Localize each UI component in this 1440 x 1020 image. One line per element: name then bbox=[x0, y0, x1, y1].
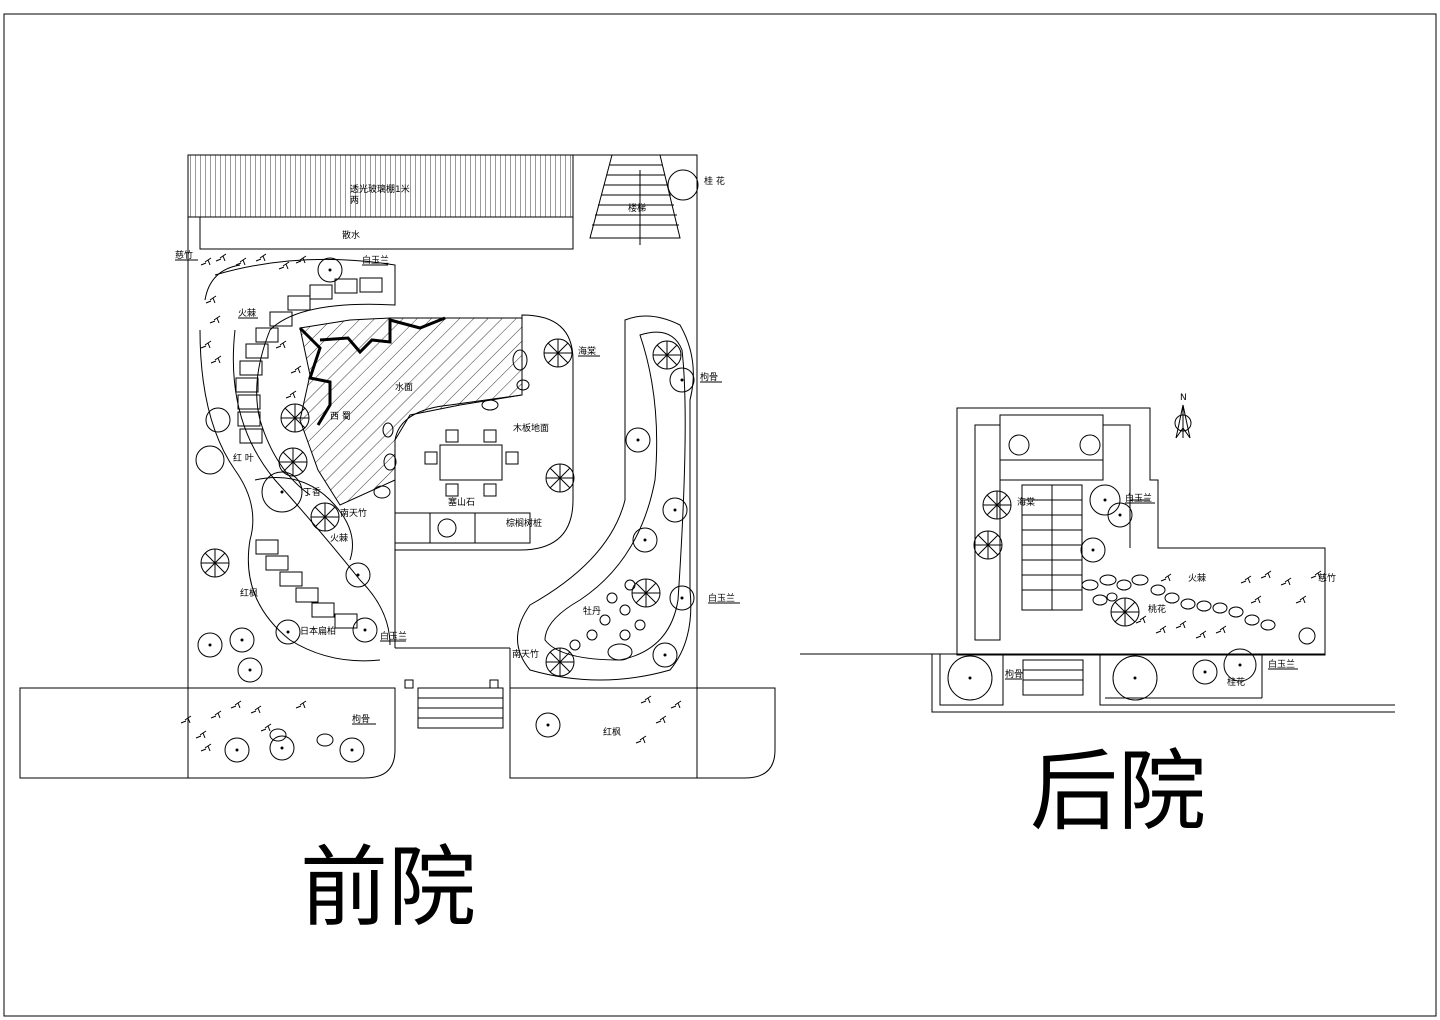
label-corner-tree: 桂 花 bbox=[704, 175, 725, 187]
back-label-begonia: 海棠 bbox=[1017, 496, 1035, 508]
label-cotoneaster-right: 枸骨 bbox=[700, 371, 718, 383]
label-mystery-2: 红 叶 bbox=[233, 452, 254, 464]
label-wood-floor: 木板地面 bbox=[513, 422, 549, 434]
label-begonia: 海棠 bbox=[578, 345, 596, 357]
label-drain: 散水 bbox=[342, 229, 360, 241]
drawing-border bbox=[3, 13, 1437, 1017]
label-ornamental: 棕榈树桩 bbox=[506, 517, 542, 529]
label-tree-4: 丁香 bbox=[303, 487, 321, 498]
label-juniper: 日本扁柏 bbox=[300, 625, 336, 637]
back-yard-title: 后院 bbox=[1030, 740, 1206, 843]
label-bamboo: 慈竹 bbox=[175, 249, 193, 261]
back-label-bamboo: 慈竹 bbox=[1318, 572, 1336, 584]
label-glass-canopy: 透光玻璃棚1米 bbox=[350, 183, 410, 195]
back-label-cotoneaster: 枸骨 bbox=[1005, 668, 1023, 680]
back-label-white-magnolia-2: 白玉兰 bbox=[1268, 658, 1295, 670]
back-label-osmanthus: 桂花 bbox=[1227, 676, 1245, 688]
label-nandina-1: 南天竹 bbox=[340, 507, 367, 519]
label-white-magnolia-3: 白玉兰 bbox=[708, 592, 735, 604]
label-red-maple: 红枫 bbox=[240, 587, 258, 599]
label-glass-canopy-2: 两 bbox=[350, 195, 359, 206]
front-yard-title: 前院 bbox=[300, 836, 476, 939]
label-red-leaf: 西 蜀 bbox=[330, 411, 351, 422]
label-white-magnolia-2: 白玉兰 bbox=[380, 630, 407, 642]
label-osmanthus: 枸骨 bbox=[352, 713, 370, 725]
label-peony: 牡丹 bbox=[583, 605, 601, 617]
front-yard-plan: 透光玻璃棚1米 两 散水 楼梯 桂 花 慈竹 白玉兰 火棘 海棠 水面 木板地面… bbox=[19, 154, 776, 939]
back-label-fire-thorn: 火棘 bbox=[1188, 573, 1206, 584]
back-label-peach: 桃花 bbox=[1148, 603, 1166, 615]
label-red-maple-2: 红枫 bbox=[603, 726, 621, 738]
label-fire-thorn: 火棘 bbox=[238, 308, 256, 319]
label-stairs: 楼梯 bbox=[628, 202, 646, 214]
north-label: N bbox=[1180, 393, 1187, 403]
label-fire-thorn-2: 火棘 bbox=[330, 533, 348, 544]
back-label-white-magnolia-1: 白玉兰 bbox=[1125, 492, 1152, 504]
back-yard-plan: N 海棠 白 bbox=[800, 393, 1395, 843]
label-nandina-2: 南天竹 bbox=[512, 648, 539, 660]
label-stone-bridge: 塞山石 bbox=[448, 496, 475, 508]
label-white-magnolia-1: 白玉兰 bbox=[362, 254, 389, 266]
label-water: 水面 bbox=[395, 381, 413, 393]
